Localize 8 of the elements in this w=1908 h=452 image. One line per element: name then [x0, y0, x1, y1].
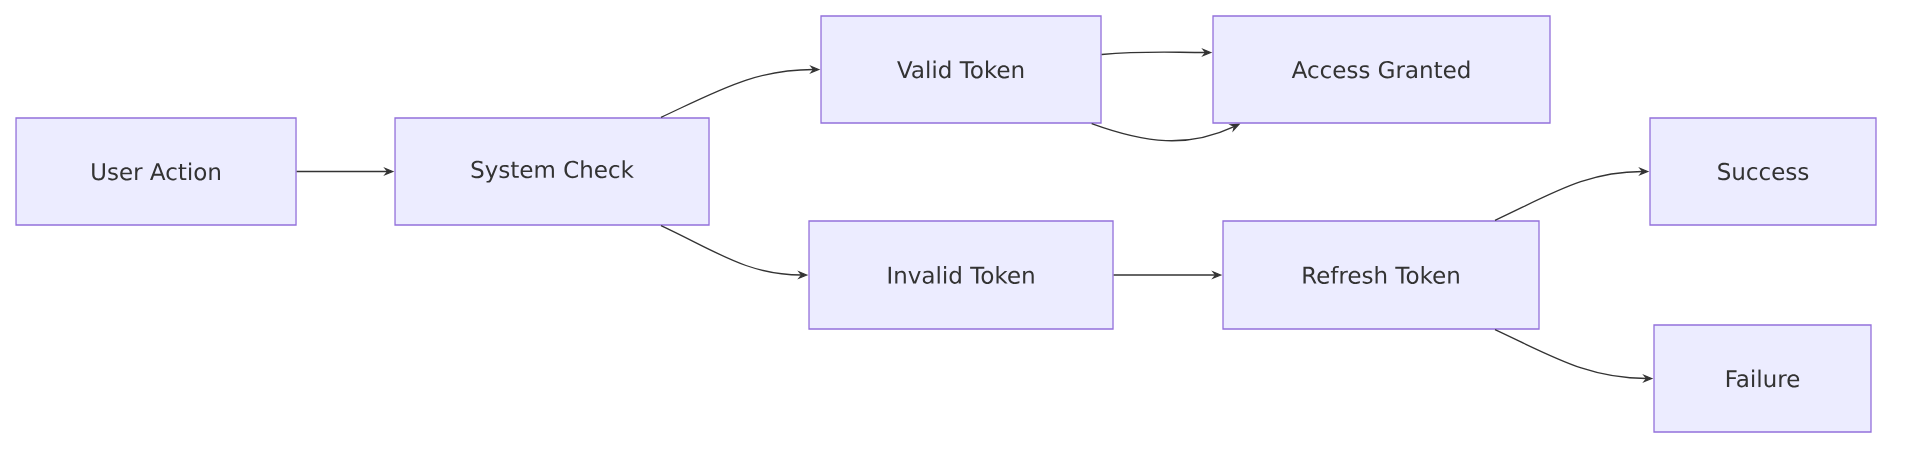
process-box: Valid Token	[820, 15, 1102, 124]
process-box: Failure	[1653, 324, 1872, 433]
process-box: Success	[1649, 117, 1877, 226]
process-box: System Check	[394, 117, 710, 226]
process-box: Access Granted	[1212, 15, 1551, 124]
process-box: Refresh Token	[1222, 220, 1540, 330]
process-box: User Action	[15, 117, 297, 226]
process-box: Invalid Token	[808, 220, 1114, 330]
